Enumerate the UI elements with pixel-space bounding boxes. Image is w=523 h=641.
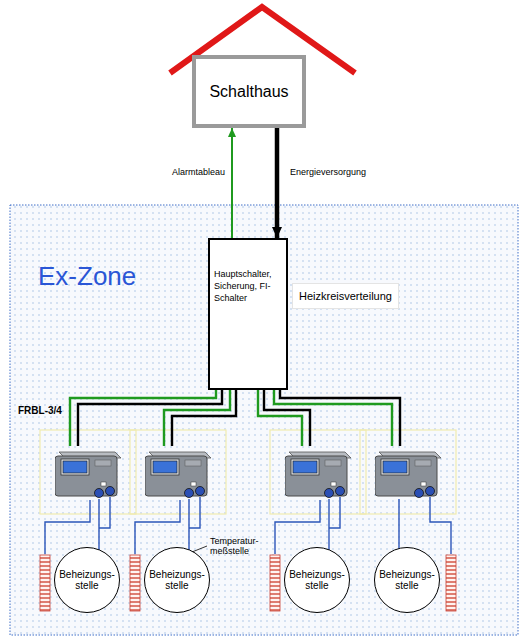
- ex-zone-area: [10, 205, 518, 635]
- node-text: Beheizungs- stelle: [378, 569, 436, 592]
- connector: [275, 128, 280, 238]
- device-type-label: FRBL-3/4: [18, 405, 62, 416]
- node-text: Beheizungs- stelle: [288, 569, 346, 592]
- connector: [231, 128, 233, 238]
- heating-point: Beheizungs- stelle: [54, 547, 120, 613]
- node-text: Beheizungs- stelle: [148, 569, 206, 592]
- temperature-controller: [55, 452, 441, 498]
- switch-house: Schalthaus: [192, 55, 306, 128]
- node-text: Schalthaus: [203, 83, 294, 101]
- controller-frames: [40, 430, 456, 514]
- heating-point: Beheizungs- stelle: [284, 547, 350, 613]
- heating-point: Beheizungs- stelle: [144, 547, 210, 613]
- node-text: Ex-Zone: [38, 261, 136, 292]
- node-text: Beheizungs- stelle: [58, 569, 116, 592]
- ex-zone-region: Ex-Zone Hauptschalter, Sicherung, FI-Scha…: [10, 205, 518, 635]
- edge-label: Alarmtableau: [171, 167, 226, 177]
- node-heading: Heizkreisverteilung: [292, 283, 399, 309]
- callout-label: Temperatur- meßstelle: [210, 536, 272, 557]
- edge-label: Energieversorgung: [289, 167, 367, 177]
- distribution-box: Hauptschalter, Sicherung, FI-SchalterHei…: [208, 238, 288, 390]
- supply-wires: [70, 390, 400, 446]
- heating-point: Beheizungs- stelle: [374, 547, 440, 613]
- node-text: Hauptschalter, Sicherung, FI-Schalter: [210, 240, 286, 304]
